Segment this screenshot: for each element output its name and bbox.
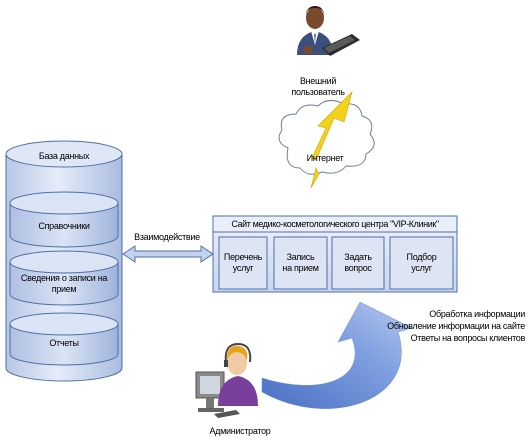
curved-arrow-icon (261, 301, 413, 409)
db-segment-2 (9, 250, 119, 306)
admin-task-item: Обработка информации (429, 309, 525, 319)
service-cell-question: Задать вопрос (332, 237, 384, 289)
admin-with-headset-icon (195, 342, 258, 418)
service-selection-line1: Подбор (406, 252, 437, 262)
database-title: База данных (38, 151, 90, 161)
double-arrow-icon (122, 245, 214, 263)
admin-tasks-list: Обработка информации Обновление информац… (360, 308, 525, 344)
service-appointment-line1: Запись (286, 252, 315, 262)
admin-task-item: Ответы на вопросы клиентов (410, 333, 526, 343)
service-list-line1: Перечень (223, 252, 263, 262)
db-segment-appointments-line2: прием (51, 284, 77, 294)
db-segment-reports-label: Отчеты (49, 338, 79, 348)
service-cell-selection: Подбор услуг (390, 237, 453, 289)
service-question-line2: вопрос (344, 263, 372, 273)
service-cell-appointment: Запись на прием (274, 237, 327, 289)
db-segment-reference-label: Справочники (38, 221, 90, 231)
db-segment-1 (9, 191, 119, 248)
admin-task-item: Обновление информации на сайте (387, 321, 525, 331)
db-segment-appointments-line1: Сведения о записи на (20, 273, 108, 283)
user-with-laptop-icon (297, 6, 360, 56)
db-segment-3 (9, 312, 119, 366)
service-appointment-line2: на прием (282, 263, 319, 273)
internet-label: Интернет (306, 153, 344, 163)
external-user-label-line1: Внешний (299, 76, 337, 86)
interaction-label: Взаимодействие (134, 232, 200, 242)
lightning-icon (310, 90, 353, 189)
external-user-label-line2: пользователь (291, 87, 345, 97)
site-box (212, 215, 458, 293)
service-cell-list: Перечень услуг (219, 237, 267, 289)
service-question-line1: Задать (344, 252, 372, 262)
cloud-icon (278, 100, 375, 175)
service-list-line2: услуг (232, 263, 254, 273)
administrator-label: Администратор (209, 426, 271, 436)
service-selection-line2: услуг (411, 263, 432, 273)
site-title: Сайт медико-косметологического центра "V… (231, 219, 439, 229)
